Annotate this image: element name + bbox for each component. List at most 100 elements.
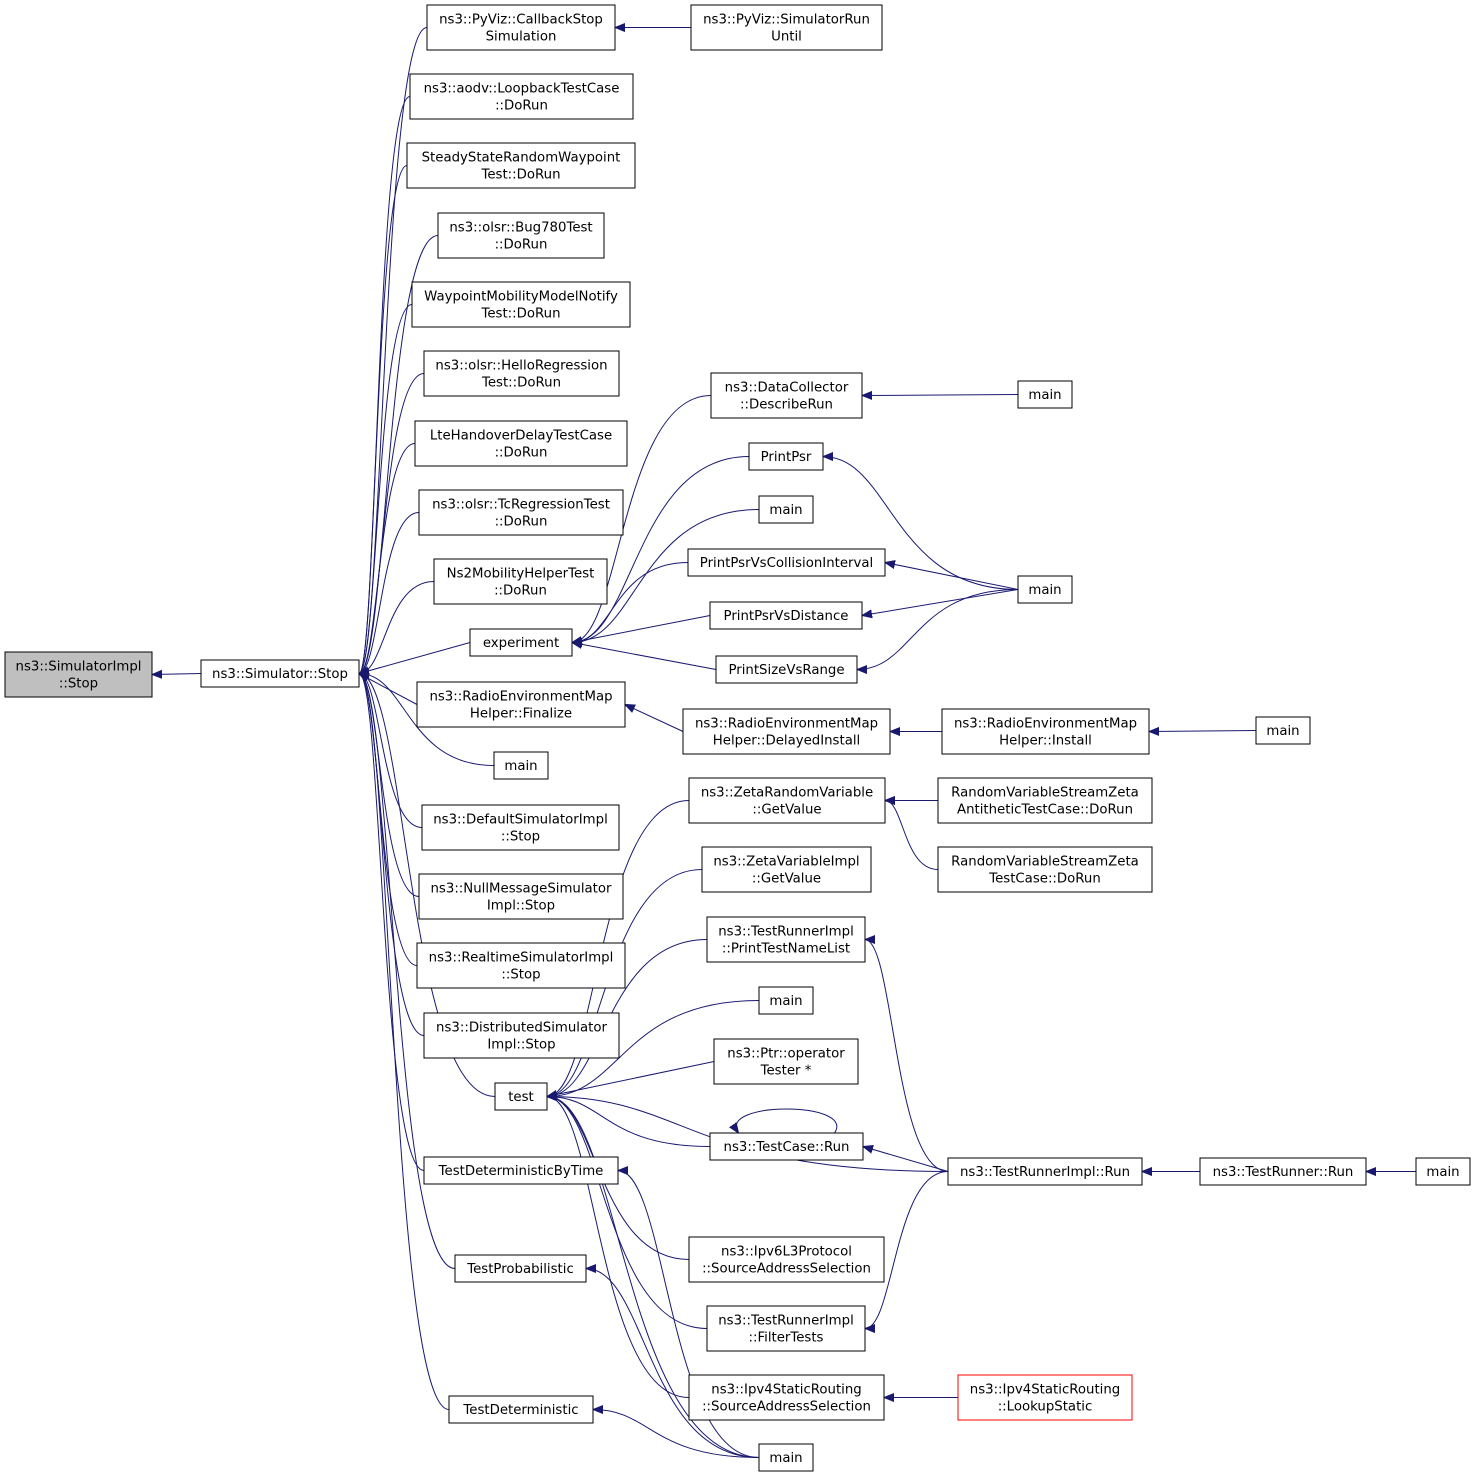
- node-box[interactable]: [758, 495, 814, 524]
- node-main_g[interactable]: main: [1255, 716, 1311, 745]
- node-box[interactable]: [706, 1305, 866, 1352]
- node-box[interactable]: [713, 1038, 859, 1085]
- node-test[interactable]: test: [494, 1082, 548, 1111]
- node-box[interactable]: [682, 708, 891, 755]
- node-box[interactable]: [426, 4, 616, 51]
- node-box[interactable]: [411, 281, 631, 328]
- node-main_b[interactable]: main: [758, 495, 814, 524]
- node-box[interactable]: [437, 212, 605, 259]
- node-zeta_antithetic[interactable]: RandomVariableStreamZetaAntitheticTestCa…: [937, 777, 1153, 824]
- node-box[interactable]: [706, 916, 866, 963]
- node-box[interactable]: [406, 142, 636, 189]
- node-main_d[interactable]: main: [758, 1443, 814, 1472]
- node-box[interactable]: [409, 73, 634, 120]
- node-ipv4_lookup[interactable]: ns3::Ipv4StaticRouting::LookupStatic: [957, 1374, 1133, 1421]
- node-test_prob[interactable]: TestProbabilistic: [454, 1254, 587, 1283]
- node-box[interactable]: [433, 558, 608, 605]
- node-tr_run[interactable]: ns3::TestRunnerImpl::Run: [947, 1157, 1143, 1186]
- node-box[interactable]: [423, 350, 620, 397]
- node-ipv4_sas[interactable]: ns3::Ipv4StaticRouting::SourceAddressSel…: [688, 1374, 885, 1421]
- node-box[interactable]: [414, 420, 628, 467]
- node-size_range[interactable]: PrintSizeVsRange: [715, 655, 858, 684]
- node-box[interactable]: [4, 651, 153, 698]
- node-box[interactable]: [748, 442, 824, 471]
- node-main_e[interactable]: main: [1017, 380, 1073, 409]
- node-box[interactable]: [423, 1156, 619, 1185]
- node-rem_delayed[interactable]: ns3::RadioEnvironmentMapHelper::DelayedI…: [682, 708, 891, 755]
- node-psr_collision[interactable]: PrintPsrVsCollisionInterval: [687, 548, 886, 577]
- node-main_h[interactable]: main: [1415, 1157, 1471, 1186]
- node-dc_describerun[interactable]: ns3::DataCollector::DescribeRun: [710, 372, 863, 419]
- node-box[interactable]: [494, 1082, 548, 1111]
- node-ns2mobility[interactable]: Ns2MobilityHelperTest::DoRun: [433, 558, 608, 605]
- node-box[interactable]: [937, 846, 1153, 893]
- node-testrunner_run[interactable]: ns3::TestRunner::Run: [1199, 1157, 1367, 1186]
- node-test_det_time[interactable]: TestDeterministicByTime: [423, 1156, 619, 1185]
- node-box[interactable]: [1255, 716, 1311, 745]
- node-box[interactable]: [1017, 380, 1073, 409]
- node-box[interactable]: [701, 846, 872, 893]
- node-box[interactable]: [758, 986, 814, 1015]
- node-box[interactable]: [947, 1157, 1143, 1186]
- node-main_c[interactable]: main: [758, 986, 814, 1015]
- node-default_stop[interactable]: ns3::DefaultSimulatorImpl::Stop: [421, 804, 620, 851]
- node-olsr_tc[interactable]: ns3::olsr::TcRegressionTest::DoRun: [418, 489, 624, 536]
- node-testcase_run[interactable]: ns3::TestCase::Run: [709, 1132, 864, 1161]
- node-box[interactable]: [710, 372, 863, 419]
- node-tr_filter[interactable]: ns3::TestRunnerImpl::FilterTests: [706, 1305, 866, 1352]
- node-box[interactable]: [709, 601, 863, 630]
- node-box[interactable]: [493, 751, 549, 780]
- node-box[interactable]: [200, 659, 360, 688]
- node-box[interactable]: [957, 1374, 1133, 1421]
- node-box[interactable]: [941, 708, 1150, 755]
- node-box[interactable]: [715, 655, 858, 684]
- node-box[interactable]: [454, 1254, 587, 1283]
- node-box[interactable]: [418, 873, 624, 920]
- node-olsr_bug780[interactable]: ns3::olsr::Bug780Test::DoRun: [437, 212, 605, 259]
- node-box[interactable]: [423, 1012, 620, 1059]
- node-box[interactable]: [1415, 1157, 1471, 1186]
- node-test_det[interactable]: TestDeterministic: [448, 1395, 594, 1424]
- node-printpsr[interactable]: PrintPsr: [748, 442, 824, 471]
- node-box[interactable]: [937, 777, 1153, 824]
- node-box[interactable]: [688, 1236, 885, 1283]
- node-box[interactable]: [416, 681, 626, 728]
- node-main_a[interactable]: main: [493, 751, 549, 780]
- node-zeta_impl[interactable]: ns3::ZetaVariableImpl::GetValue: [701, 846, 872, 893]
- node-simimpl_stop[interactable]: ns3::SimulatorImpl::Stop: [4, 651, 153, 698]
- node-tr_printlist[interactable]: ns3::TestRunnerImpl::PrintTestNameList: [706, 916, 866, 963]
- node-ipv6_sas[interactable]: ns3::Ipv6L3Protocol::SourceAddressSelect…: [688, 1236, 885, 1283]
- node-box[interactable]: [688, 1374, 885, 1421]
- node-box[interactable]: [469, 628, 573, 657]
- node-lte_handover[interactable]: LteHandoverDelayTestCase::DoRun: [414, 420, 628, 467]
- node-box[interactable]: [1199, 1157, 1367, 1186]
- node-simulator_stop[interactable]: ns3::Simulator::Stop: [200, 659, 360, 688]
- node-box[interactable]: [448, 1395, 594, 1424]
- node-box[interactable]: [418, 489, 624, 536]
- node-main_f[interactable]: main: [1017, 575, 1073, 604]
- node-box[interactable]: [690, 4, 883, 51]
- node-experiment[interactable]: experiment: [469, 628, 573, 657]
- node-box[interactable]: [688, 777, 886, 824]
- node-box[interactable]: [758, 1443, 814, 1472]
- node-realtime_stop[interactable]: ns3::RealtimeSimulatorImpl::Stop: [416, 942, 626, 989]
- node-box[interactable]: [416, 942, 626, 989]
- node-box[interactable]: [687, 548, 886, 577]
- node-zeta_rv[interactable]: ns3::ZetaRandomVariable::GetValue: [688, 777, 886, 824]
- node-box[interactable]: [421, 804, 620, 851]
- node-box[interactable]: [1017, 575, 1073, 604]
- node-psr_distance[interactable]: PrintPsrVsDistance: [709, 601, 863, 630]
- node-aodv_loopback[interactable]: ns3::aodv::LoopbackTestCase::DoRun: [409, 73, 634, 120]
- node-box[interactable]: [709, 1132, 864, 1161]
